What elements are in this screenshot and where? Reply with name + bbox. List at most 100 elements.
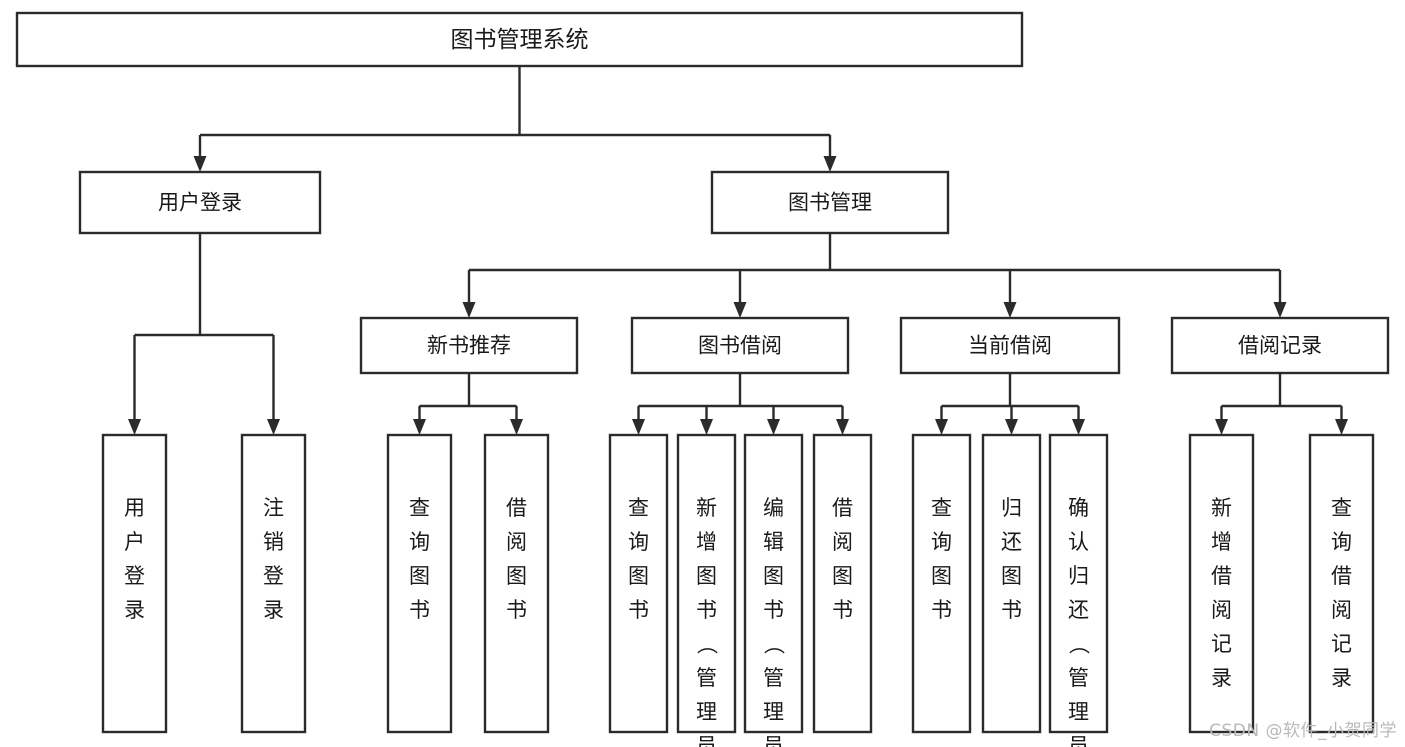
node-label-char: 书 [931, 598, 952, 622]
arrow-head-icon [1273, 302, 1287, 318]
node-label-char: 记 [1331, 632, 1352, 656]
node-label-char: 销 [263, 530, 284, 554]
node-label-char: （ [695, 634, 719, 655]
node-label-char: 图 [409, 564, 430, 588]
arrow-head-icon [823, 156, 837, 172]
node-box[interactable] [1048, 433, 1109, 734]
arrow-head-icon [733, 302, 747, 318]
node-label-char: 图 [1001, 564, 1022, 588]
node-newbook[interactable]: 新书推荐 [359, 316, 579, 375]
node-label-char: 录 [1211, 666, 1232, 690]
node-label-char: 辑 [763, 530, 784, 554]
arrow-head-icon [1335, 419, 1348, 435]
node-box[interactable] [78, 170, 322, 235]
arrow-head-icon [1215, 419, 1228, 435]
node-label: 图书管理系统 [451, 27, 589, 53]
node-label-char: 理 [763, 700, 784, 724]
node-borrow[interactable]: 图书借阅 [630, 316, 850, 375]
node-label-char: 图 [628, 564, 649, 588]
node-box[interactable] [608, 433, 669, 734]
node-label-char: 还 [1001, 530, 1022, 554]
node-label-char: 阅 [506, 530, 527, 554]
node-leaf-user-login[interactable]: 用户登录 [101, 433, 168, 734]
node-box[interactable] [101, 433, 168, 734]
node-label-char: 书 [1001, 598, 1022, 622]
node-box[interactable] [899, 316, 1121, 375]
node-label-char: 录 [124, 598, 145, 622]
arrow-head-icon [1003, 302, 1017, 318]
node-label-char: 员 [763, 734, 784, 747]
node-label-char: 书 [763, 598, 784, 622]
node-login[interactable]: 用户登录 [78, 170, 322, 235]
node-box[interactable] [386, 433, 453, 734]
node-box[interactable] [630, 316, 850, 375]
arrow-head-icon [267, 419, 280, 435]
node-box[interactable] [710, 170, 950, 235]
node-box[interactable] [812, 433, 873, 734]
node-box[interactable] [1188, 433, 1255, 734]
node-label-char: 借 [1331, 564, 1352, 588]
node-label-char: 记 [1211, 632, 1232, 656]
node-box[interactable] [483, 433, 550, 734]
node-label-char: 登 [263, 564, 284, 588]
node-label-char: 书 [409, 598, 430, 622]
node-label-char: 书 [696, 598, 717, 622]
node-records[interactable]: 借阅记录 [1170, 316, 1390, 375]
node-box[interactable] [1170, 316, 1390, 375]
node-label-char: 管 [696, 666, 717, 690]
node-label: 借阅记录 [1238, 334, 1322, 358]
node-label: 图书管理 [788, 191, 872, 215]
node-label-char: 图 [506, 564, 527, 588]
node-label: 用户登录 [158, 191, 242, 215]
node-label-char: 归 [1001, 496, 1022, 520]
node-label-char: 查 [628, 496, 649, 520]
node-label-char: 员 [696, 734, 717, 747]
node-current[interactable]: 当前借阅 [899, 316, 1121, 375]
node-label-char: 图 [931, 564, 952, 588]
arrow-head-icon [767, 419, 780, 435]
node-label-char: 归 [1068, 564, 1089, 588]
node-label-char: （ [762, 634, 786, 655]
node-box[interactable] [911, 433, 972, 734]
connector-group-current [935, 373, 1085, 435]
node-bookmgmt[interactable]: 图书管理 [710, 170, 950, 235]
arrow-head-icon [462, 302, 476, 318]
connector-layer [128, 66, 1348, 435]
node-label-char: 图 [763, 564, 784, 588]
node-label-char: 登 [124, 564, 145, 588]
node-label-char: 询 [628, 530, 649, 554]
node-label-char: 书 [628, 598, 649, 622]
node-root[interactable]: 图书管理系统 [15, 11, 1024, 68]
node-box[interactable] [1308, 433, 1375, 734]
node-label-char: 借 [832, 496, 853, 520]
node-label-char: 阅 [1331, 598, 1352, 622]
node-label-char: 理 [1068, 700, 1089, 724]
node-box[interactable] [15, 11, 1024, 68]
node-label-char: 借 [1211, 564, 1232, 588]
node-label-char: 书 [832, 598, 853, 622]
arrow-head-icon [1072, 419, 1085, 435]
node-label-char: 管 [763, 666, 784, 690]
node-box[interactable] [240, 433, 307, 734]
node-label-char: 员 [1068, 734, 1089, 747]
node-box[interactable] [359, 316, 579, 375]
connector-group-borrow [632, 373, 849, 435]
node-label-char: 注 [263, 496, 284, 520]
arrow-head-icon [128, 419, 141, 435]
node-box[interactable] [676, 433, 737, 734]
node-box[interactable] [743, 433, 804, 734]
node-box[interactable] [981, 433, 1042, 734]
